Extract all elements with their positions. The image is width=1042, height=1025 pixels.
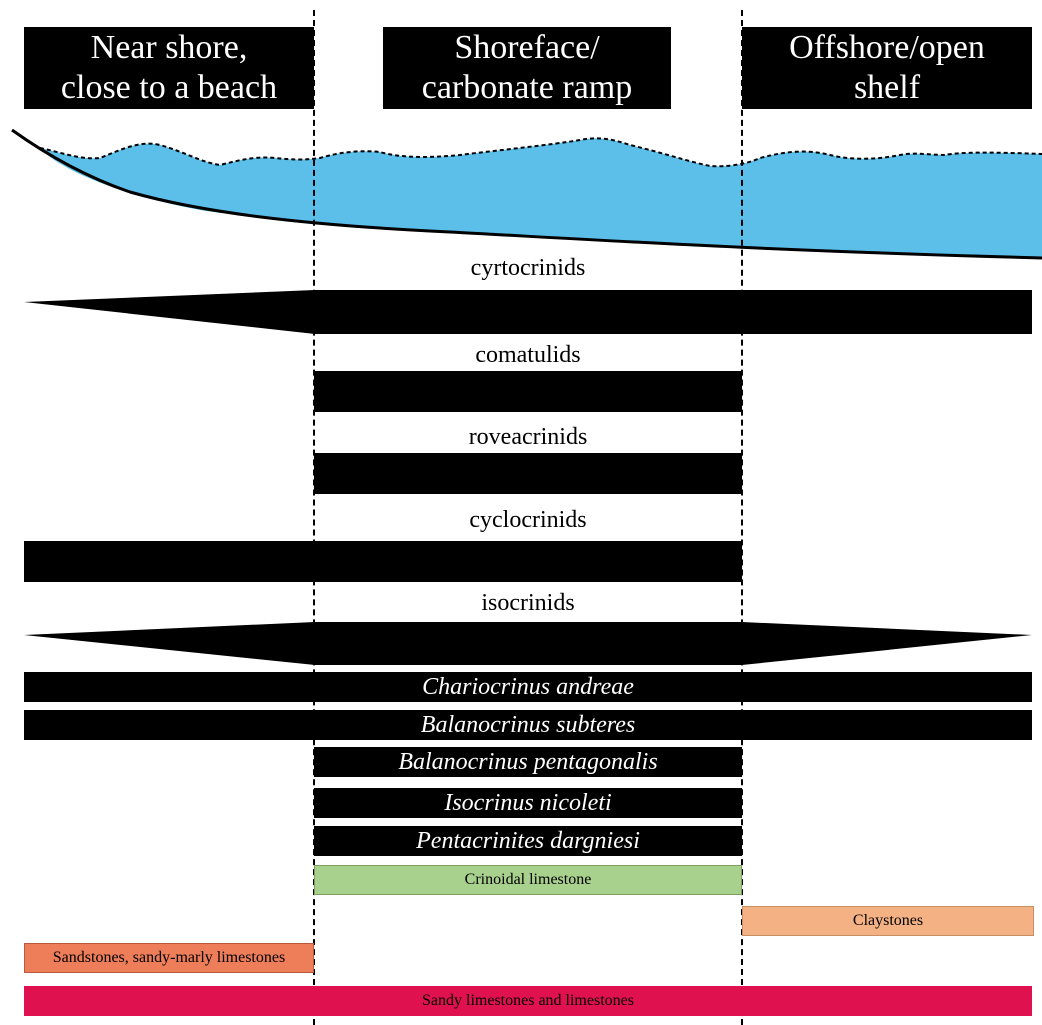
cyrtocrinids-range-bar	[24, 290, 1032, 334]
label-cyclocrinids: cyclocrinids	[469, 507, 587, 533]
species-bar-balanocrinus-pentagonalis: Balanocrinus pentagonalis	[314, 747, 742, 777]
label-roveacrinids: roveacrinids	[468, 424, 588, 450]
species-bar-isocrinus-nicoleti: Isocrinus nicoleti	[314, 788, 742, 818]
species-bar-pentacrinites-dargniesi: Pentacrinites dargniesi	[314, 826, 742, 856]
species-bar-balanocrinus-subteres: Balanocrinus subteres	[24, 710, 1032, 740]
seafloor-line	[11, 128, 1042, 260]
zone-header-shoreface: Shoreface/ carbonate ramp	[383, 27, 671, 109]
lithology-claystones: Claystones	[742, 906, 1034, 936]
divider-nearshore-shoreface	[313, 10, 315, 1025]
water-body	[40, 138, 1042, 258]
lithology-crinoidal-limestone: Crinoidal limestone	[314, 865, 742, 895]
zone-header-near-shore: Near shore, close to a beach	[24, 27, 314, 109]
roveacrinids-range-bar	[314, 453, 742, 494]
comatulids-range-bar	[314, 371, 742, 412]
species-bar-chariocrinus-andreae: Chariocrinus andreae	[24, 672, 1032, 702]
lithology-sandstones: Sandstones, sandy-marly limestones	[24, 943, 314, 973]
water-surface-line	[39, 137, 1042, 168]
zone-header-offshore: Offshore/open shelf	[742, 27, 1032, 109]
divider-shoreface-offshore	[741, 10, 743, 1025]
label-cyrtocrinids: cyrtocrinids	[470, 255, 586, 281]
label-isocrinids: isocrinids	[481, 590, 575, 616]
isocrinids-range-bar	[24, 622, 1032, 665]
cyclocrinids-range-bar	[24, 541, 742, 582]
lithology-sandy-limestones: Sandy limestones and limestones	[24, 986, 1032, 1016]
label-comatulids: comatulids	[475, 342, 581, 368]
